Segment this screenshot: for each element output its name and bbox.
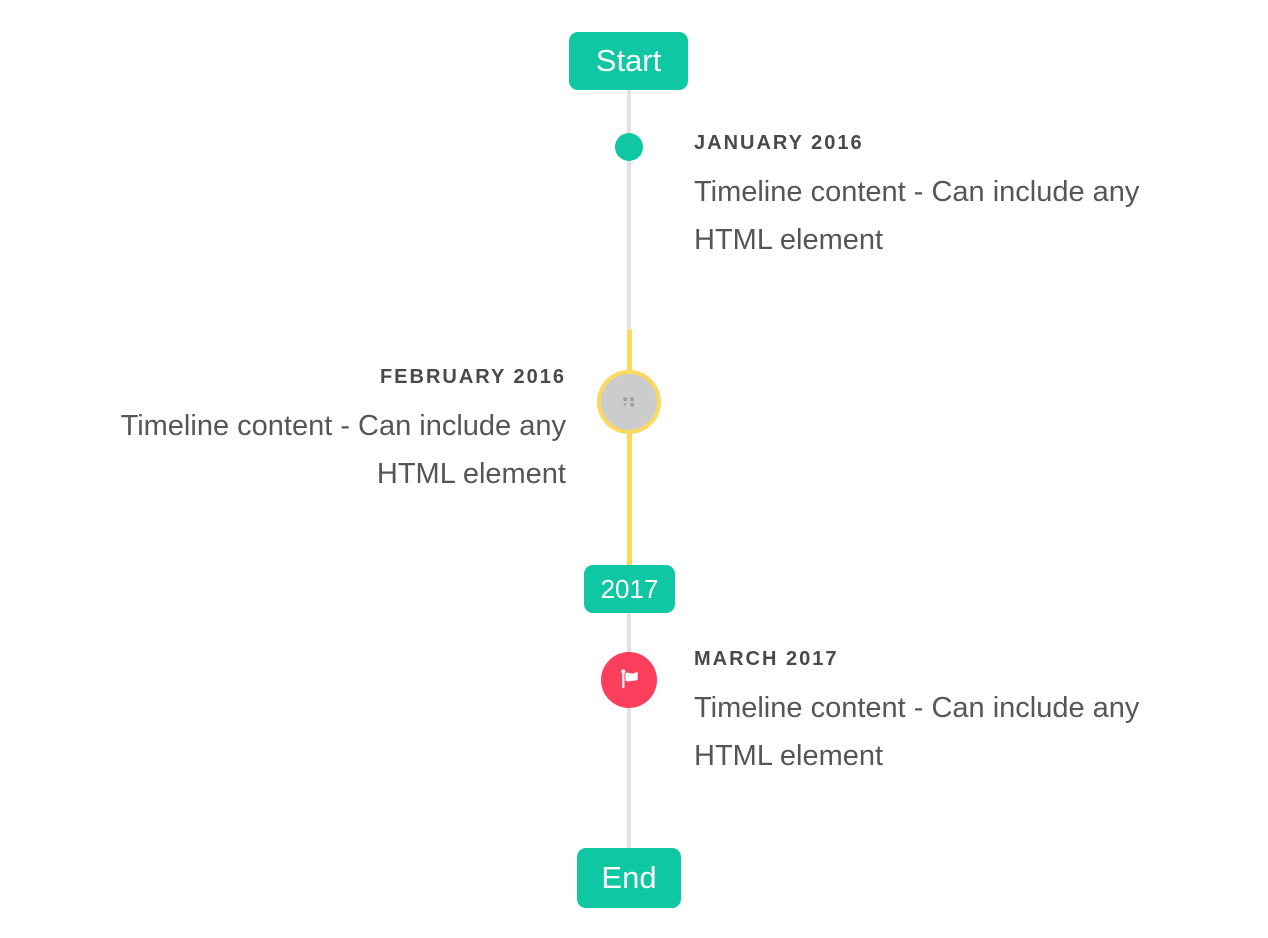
year-flag: 2017: [584, 565, 675, 613]
entry-content-march: Timeline content - Can include any HTML …: [694, 692, 1140, 772]
timeline-line-segment-bottom: [627, 613, 631, 849]
flag-icon: [621, 669, 638, 689]
timeline-line-segment-top: [627, 90, 631, 330]
january-marker-dot-icon: [615, 133, 643, 161]
march-marker-circle: [601, 652, 657, 708]
end-flag: End: [577, 848, 681, 908]
entry-date-january: JANUARY 2016: [694, 132, 864, 154]
timeline-line-highlight-segment: [627, 329, 632, 566]
broken-image-icon: [623, 397, 634, 407]
entry-date-february: FEBRUARY 2016: [379, 366, 566, 388]
entry-date-march: MARCH 2017: [694, 648, 839, 670]
february-marker-image-placeholder: [597, 370, 661, 434]
entry-content-january: Timeline content - Can include any HTML …: [694, 176, 1140, 256]
entry-content-february: Timeline content - Can include any HTML …: [120, 410, 566, 490]
start-flag: Start: [569, 32, 688, 90]
